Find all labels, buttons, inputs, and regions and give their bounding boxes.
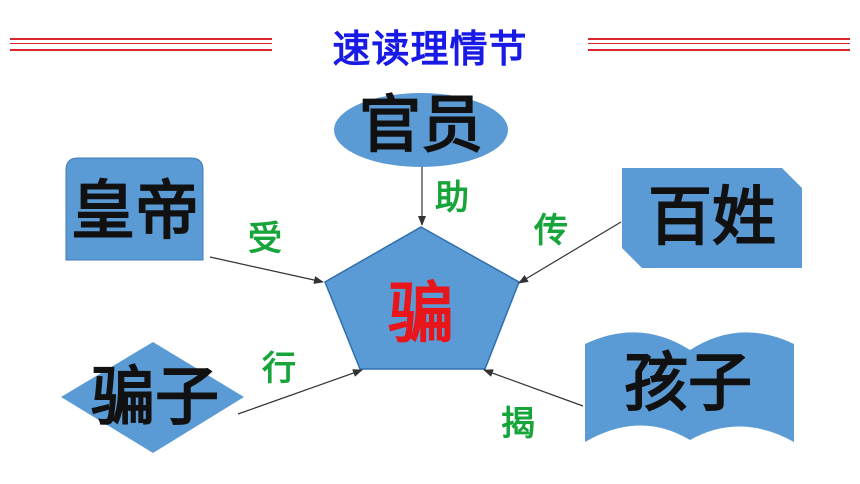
edge-emperor-label: 受 <box>248 219 282 259</box>
child-book <box>585 332 794 442</box>
edge-officials-label: 助 <box>435 178 469 218</box>
node-officials-label: 官员 <box>358 88 483 161</box>
node-people-label: 百姓 <box>648 181 776 255</box>
emperor-box <box>65 157 204 261</box>
title-rule-left <box>10 38 272 51</box>
arrow-swindlers <box>237 369 363 415</box>
slide-title: 速读理情节 <box>332 27 528 71</box>
center-pentagon <box>324 226 520 370</box>
edge-child-label: 揭 <box>501 404 535 444</box>
arrow-emperor <box>209 256 324 284</box>
edge-swindlers-label: 行 <box>262 349 296 389</box>
node-swindlers-label: 骗子 <box>91 361 219 435</box>
swindlers-diamond <box>61 342 244 453</box>
center-label: 骗 <box>388 275 454 352</box>
arrow-people <box>518 221 622 284</box>
node-child-label: 孩子 <box>624 347 752 421</box>
title-rule-right <box>588 38 850 51</box>
people-box <box>622 168 802 268</box>
edge-people-label: 传 <box>534 211 568 251</box>
officials-ellipse <box>334 93 508 167</box>
arrow-child <box>483 369 584 407</box>
node-emperor-label: 皇帝 <box>71 175 199 249</box>
